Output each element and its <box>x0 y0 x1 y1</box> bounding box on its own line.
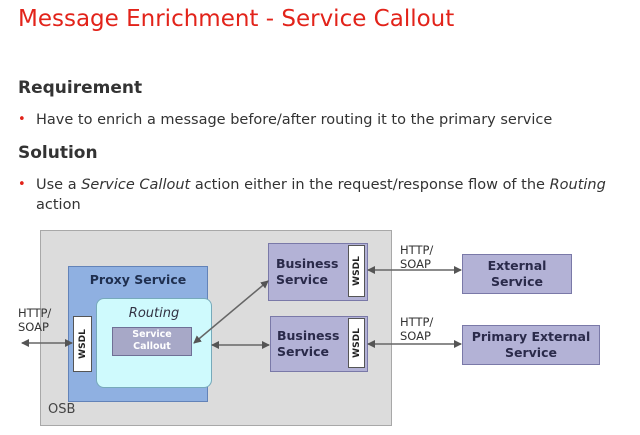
service-callout-box <box>112 327 192 356</box>
requirement-bullet: • Have to enrich a message before/after … <box>18 110 618 130</box>
requirement-heading: Requirement <box>18 78 143 98</box>
primary-external-service-box <box>462 325 600 365</box>
requirement-text: Have to enrich a message before/after ro… <box>36 112 553 128</box>
business-service-2-wsdl: WSDL <box>348 318 365 368</box>
protocol-label-bottom: HTTP/SOAP <box>400 315 434 343</box>
osb-label: OSB <box>48 402 76 417</box>
routing-label: Routing <box>128 306 180 321</box>
arrow-callout-to-business-1 <box>193 280 269 344</box>
slide-title: Message Enrichment - Service Callout <box>18 6 455 32</box>
proxy-wsdl-tag: WSDL <box>73 316 92 372</box>
solution-bullet: • Use a Service Callout action either in… <box>18 175 628 217</box>
solution-heading: Solution <box>18 143 98 163</box>
bullet-icon: • <box>18 112 26 127</box>
solution-text: Use a Service Callout action either in t… <box>36 177 606 213</box>
proxy-service-label: Proxy Service <box>89 272 187 287</box>
external-service-box <box>462 254 572 294</box>
bullet-icon: • <box>18 177 26 192</box>
business-service-1-wsdl: WSDL <box>348 245 365 297</box>
protocol-label-left: HTTP/SOAP <box>18 306 52 334</box>
